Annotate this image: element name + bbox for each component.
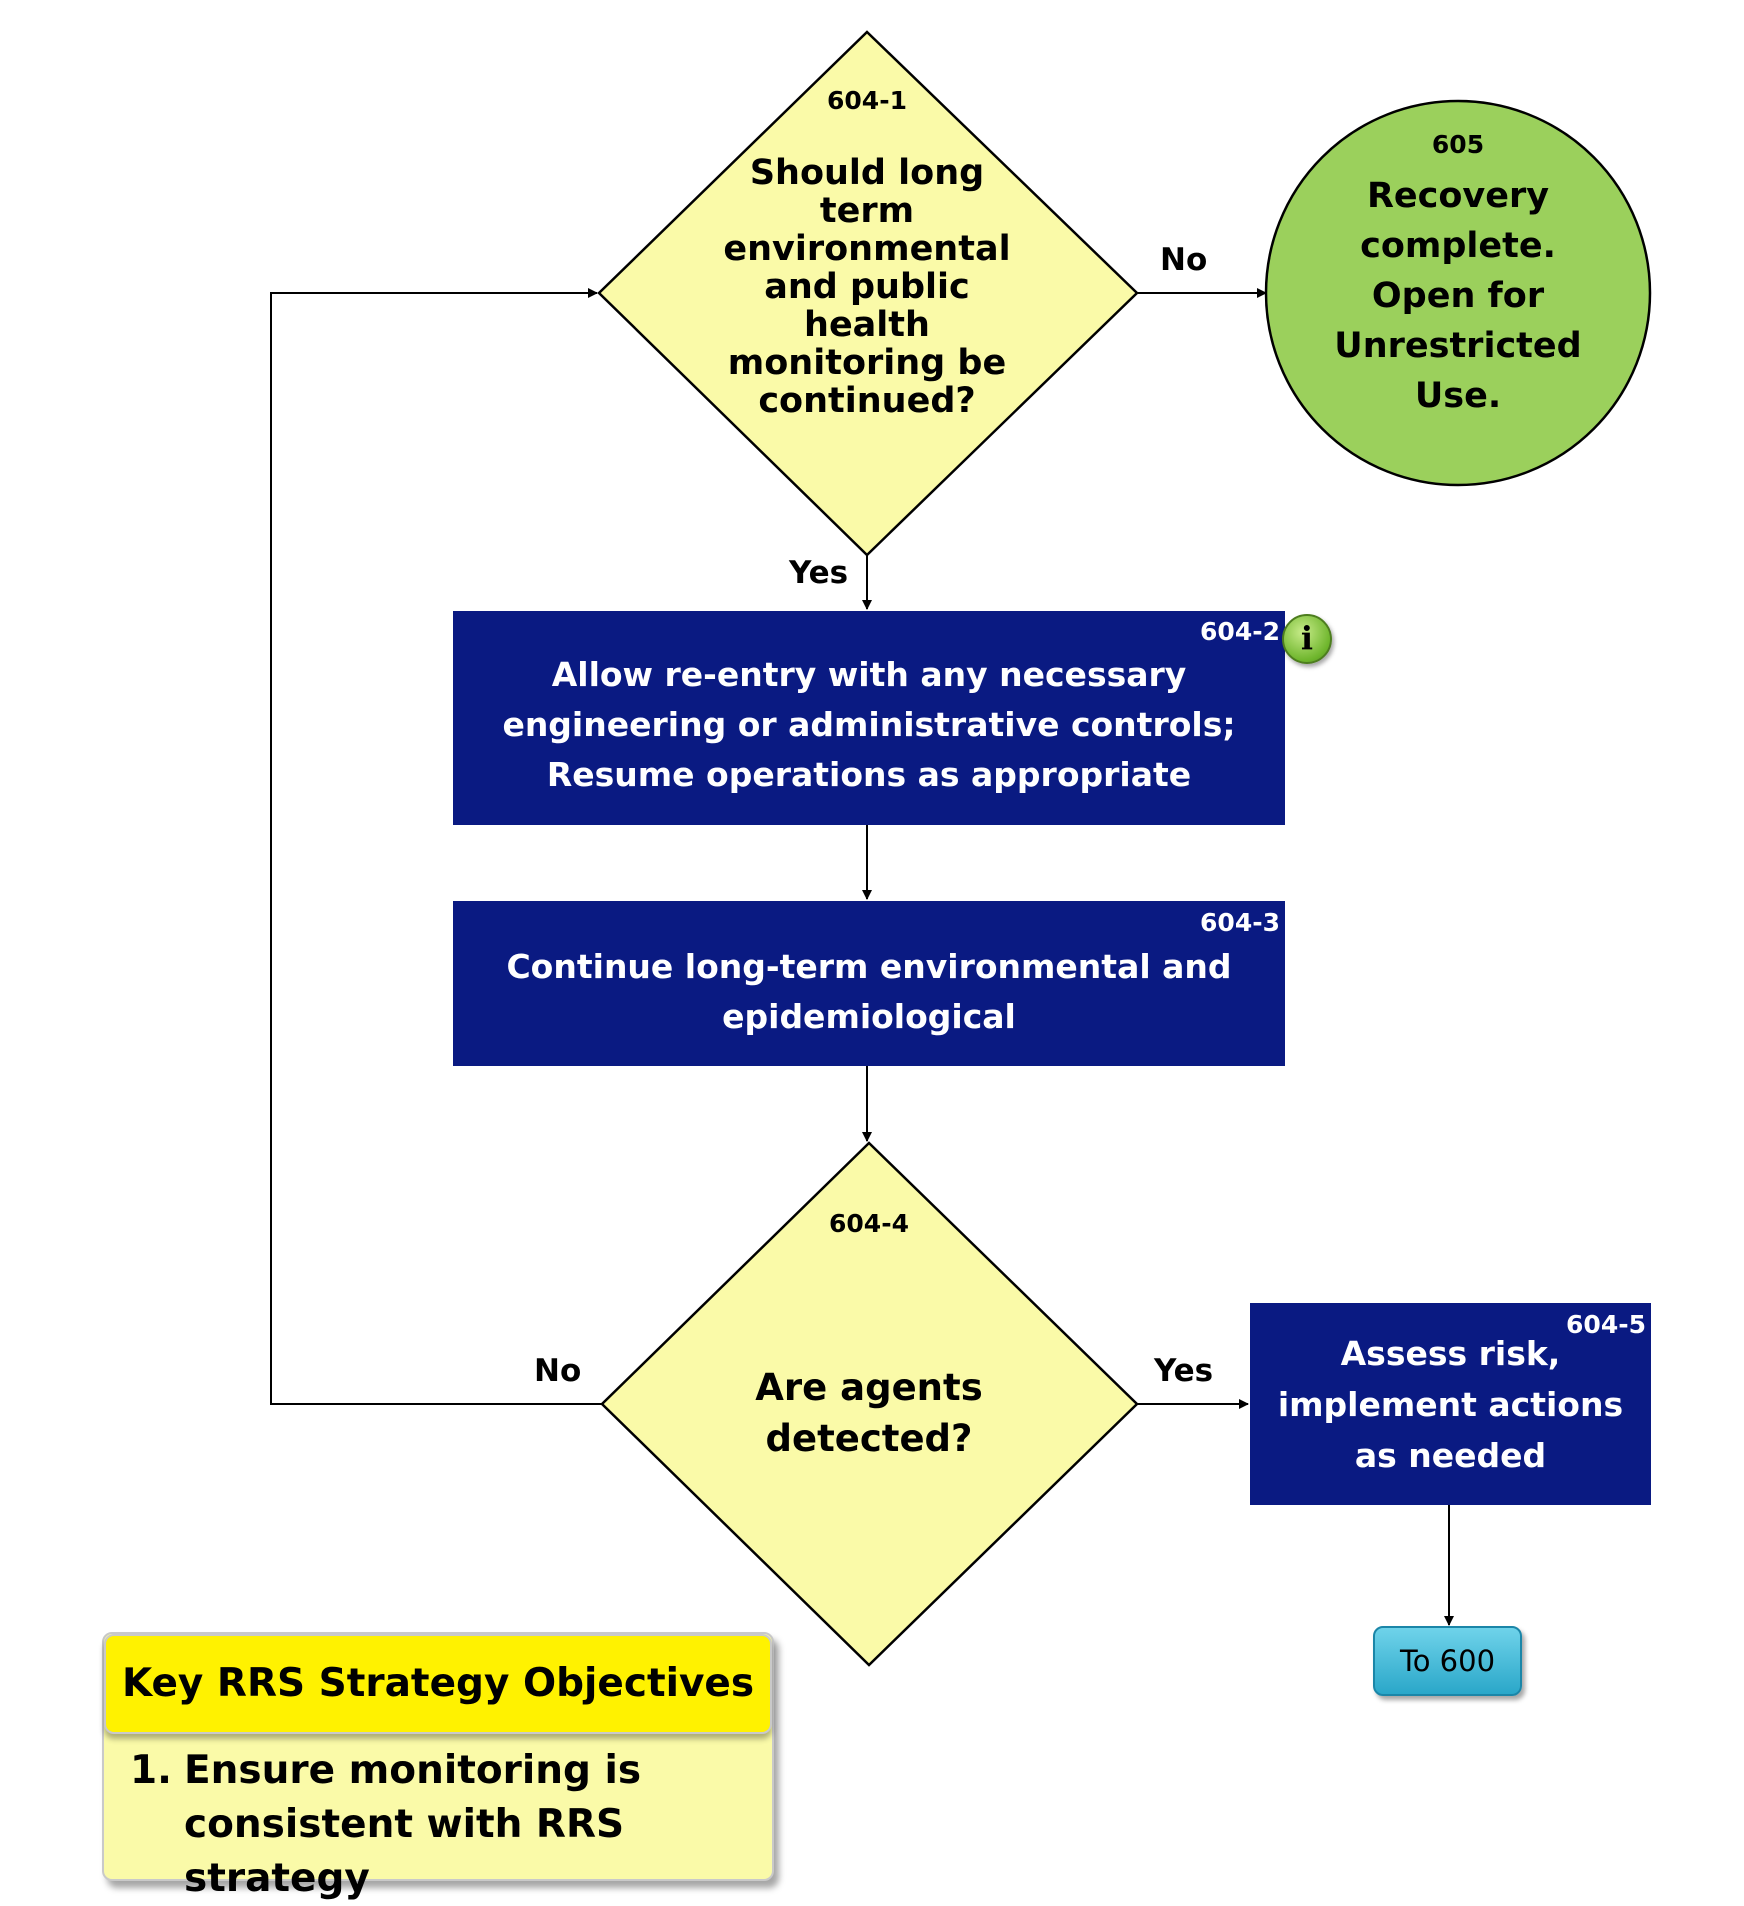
- edge-label-no-loop: No: [534, 1353, 582, 1389]
- edge-label-no-605: No: [1160, 242, 1208, 278]
- text-line: consistent with RRS strategy: [184, 1802, 625, 1901]
- text-line: Continue long-term environmental and: [506, 947, 1232, 986]
- text-line: Recovery: [1366, 176, 1550, 216]
- text-line: detected?: [765, 1417, 973, 1460]
- text-line: epidemiological: [722, 997, 1016, 1036]
- text-line: Are agents: [755, 1366, 983, 1409]
- process-604-2-text: Allow re-entry with any necessary engine…: [463, 650, 1275, 800]
- to-600-button[interactable]: To 600: [1373, 1626, 1522, 1696]
- decision-604-4-question: Are agents detected?: [709, 1362, 1029, 1464]
- key-item-number: 1.: [130, 1748, 172, 1793]
- text-line: as needed: [1354, 1436, 1547, 1475]
- decision-604-1-question: Should long term environmental and publi…: [700, 154, 1034, 420]
- text-line: implement actions: [1277, 1385, 1624, 1424]
- text-line: and public: [764, 267, 970, 307]
- edge-label-yes-604-2: Yes: [789, 555, 849, 591]
- node-id-604-1: 604-1: [827, 86, 907, 115]
- text-line: monitoring be: [727, 343, 1007, 383]
- text-line: health: [804, 305, 930, 345]
- text-line: environmental: [723, 229, 1011, 269]
- process-604-5-box: [1250, 1303, 1651, 1505]
- key-objectives-title: Key RRS Strategy Objectives: [104, 1634, 772, 1734]
- node-id-604-3: 604-3: [1200, 908, 1280, 937]
- text-line: complete.: [1360, 226, 1556, 266]
- text-line: Resume operations as appropriate: [546, 755, 1192, 794]
- text-line: Open for: [1371, 276, 1545, 316]
- key-objectives-panel: 1. Ensure monitoring is consistent with …: [102, 1632, 774, 1901]
- text-line: Assess risk,: [1340, 1334, 1561, 1373]
- edge-label-yes-604-5: Yes: [1154, 1353, 1214, 1389]
- decision-604-4-shape: [600, 1141, 1139, 1667]
- process-604-3-text: Continue long-term environmental and epi…: [463, 942, 1275, 1042]
- text-line: Should long: [749, 153, 985, 193]
- text-line: Unrestricted: [1334, 326, 1582, 366]
- text-line: Ensure monitoring is: [184, 1748, 642, 1793]
- terminal-605-text: Recovery complete. Open for Unrestricted…: [1308, 171, 1608, 421]
- key-item-text: Ensure monitoring is consistent with RRS…: [184, 1744, 754, 1906]
- text-line: Use.: [1414, 376, 1502, 416]
- connector-604-4-loop-to-604-1: [270, 288, 602, 1405]
- node-id-604-4: 604-4: [829, 1209, 909, 1238]
- text-line: term: [819, 191, 915, 231]
- text-line: engineering or administrative controls;: [502, 705, 1236, 744]
- node-id-605: 605: [1431, 130, 1485, 159]
- node-id-604-5: 604-5: [1566, 1310, 1646, 1339]
- text-line: continued?: [758, 381, 976, 421]
- process-604-3-box: [453, 901, 1285, 1066]
- text-line: Allow re-entry with any necessary: [551, 655, 1187, 694]
- node-id-604-2: 604-2: [1200, 617, 1280, 646]
- process-604-2-box: [453, 611, 1285, 825]
- info-icon[interactable]: i: [1282, 614, 1332, 664]
- process-604-5-text: Assess risk, implement actions as needed: [1260, 1328, 1641, 1481]
